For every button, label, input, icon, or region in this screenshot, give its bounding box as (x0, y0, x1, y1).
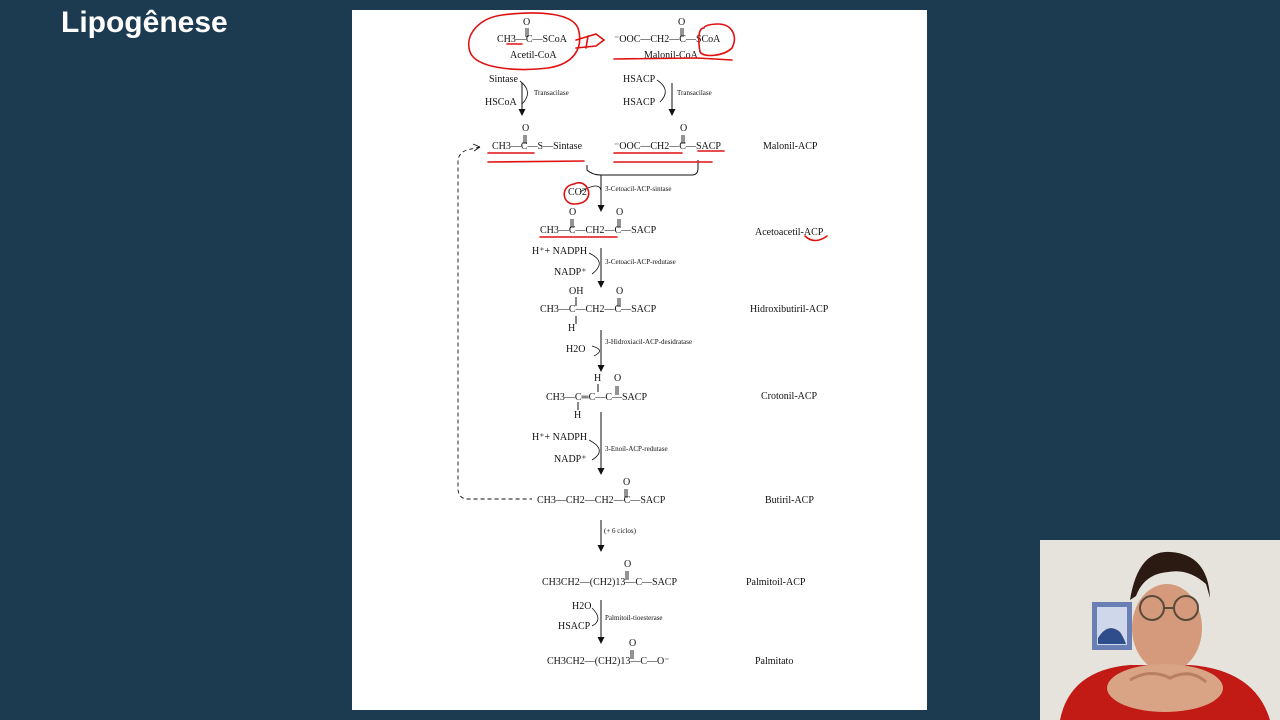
carbonyl-oxygen: O (680, 123, 688, 134)
acetyl-coa-label: Acetil-CoA (510, 50, 557, 61)
cycles-label: (+ 6 ciclos) (604, 527, 636, 535)
malonyl-acp-label: Malonil-ACP (763, 141, 818, 152)
enzyme-thioesterase: Palmitoil-tioesterase (605, 614, 663, 622)
hydroxybutyryl-acp-formula: CH3—C—CH2—C—SACP (540, 304, 657, 315)
hydroxyl-label: OH (569, 286, 584, 297)
pathway-arrows (457, 28, 699, 659)
acetoacetyl-acp-label: Acetoacetil-ACP (755, 227, 824, 238)
cofactor-out-label: NADP⁺ (554, 267, 587, 278)
crotonyl-acp-label: Crotonil-ACP (761, 391, 818, 402)
malonyl-coa-label: Malonil-CoA (644, 50, 698, 61)
webcam-feed (1040, 540, 1280, 720)
enzyme-ketoacyl-reductase: 3-Cetoacil-ACP-redutase (605, 258, 676, 266)
palmitoyl-acp-label: Palmitoil-ACP (746, 577, 806, 588)
carbonyl-oxygen: O (623, 477, 631, 488)
palmitate-formula: CH3CH2—(CH2)13—C—O⁻ (547, 656, 670, 667)
butyryl-acp-formula: CH3—CH2—CH2—C—SACP (537, 495, 666, 506)
carbonyl-oxygen: O (614, 373, 622, 384)
slide-title: Lipogênese (61, 6, 228, 39)
hydrogen-label: H (568, 323, 576, 334)
hsacp-label: HSACP (558, 621, 591, 632)
presenter-video (1040, 540, 1280, 720)
cofactor-out-label: NADP⁺ (554, 454, 587, 465)
hydrogen-label: H (574, 410, 582, 421)
cofactor-in-label: H⁺+ NADPH (532, 432, 588, 443)
hydroxybutyryl-acp-label: Hidroxibutiril-ACP (750, 304, 829, 315)
carbonyl-oxygen: O (523, 17, 531, 28)
enzyme-dehydratase: 3-Hidroxiacil-ACP-desidratase (605, 338, 693, 346)
malonyl-coa-formula: ⁻OOC—CH2—C—SCoA (614, 34, 721, 45)
document-page: O CH3—C—SCoA Acetil-CoA O ⁻OOC—CH2—C—SCo… (352, 10, 927, 710)
right-output-label: HSACP (623, 97, 656, 108)
carbonyl-oxygen: O (624, 559, 632, 570)
acetyl-synthase-formula: CH3—C—S—Sintase (492, 141, 583, 152)
butyryl-acp-label: Butiril-ACP (765, 495, 814, 506)
water-label: H2O (572, 601, 592, 612)
malonyl-acp-formula: ⁻OOC—CH2—C—SACP (614, 141, 721, 152)
hydrogen-label: H (594, 373, 602, 384)
enzyme-ketoacyl-synthase: 3-Cetoacil-ACP-sintase (605, 185, 672, 193)
crotonyl-acp-formula: CH3—C═C—C—SACP (546, 392, 648, 403)
palmitate-label: Palmitato (755, 656, 794, 667)
water-label: H2O (566, 344, 586, 355)
cofactor-in-label: H⁺+ NADPH (532, 246, 588, 257)
enzyme-enoyl-reductase: 3-Enoil-ACP-redutase (605, 445, 668, 453)
acetoacetyl-acp-formula: CH3—C—CH2—C—SACP (540, 225, 657, 236)
left-input-label: Sintase (489, 74, 518, 85)
acetyl-coa-formula: CH3—C—SCoA (497, 34, 568, 45)
co2-label: CO2 (568, 187, 587, 198)
right-enzyme-label: Transacilase (677, 89, 712, 97)
carbonyl-oxygen: O (522, 123, 530, 134)
left-output-label: HSCoA (485, 97, 517, 108)
carbonyl-oxygen: O (678, 17, 686, 28)
carbonyl-oxygen: O (569, 207, 577, 218)
left-enzyme-label: Transacilase (534, 89, 569, 97)
carbonyl-oxygen: O (616, 207, 624, 218)
carbonyl-oxygen: O (629, 638, 637, 649)
carbonyl-oxygen: O (616, 286, 624, 297)
palmitoyl-acp-formula: CH3CH2—(CH2)13—C—SACP (542, 577, 678, 588)
right-input-label: HSACP (623, 74, 656, 85)
